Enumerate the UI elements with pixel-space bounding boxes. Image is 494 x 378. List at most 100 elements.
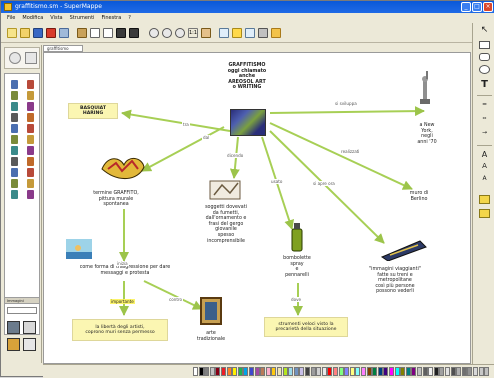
color-swatch[interactable] bbox=[198, 367, 204, 376]
clipart-person-1[interactable] bbox=[11, 80, 18, 89]
browse-icon[interactable] bbox=[25, 52, 37, 64]
menu-vista[interactable]: Vista bbox=[50, 15, 63, 21]
fill-color-icon[interactable] bbox=[479, 195, 490, 204]
color-swatch[interactable] bbox=[450, 367, 456, 376]
node-soggetti[interactable]: soggetti dovevati da fumetti, dall'ornam… bbox=[205, 205, 247, 244]
page-icon[interactable] bbox=[90, 28, 100, 38]
color-swatch[interactable] bbox=[215, 367, 221, 376]
zoom-in-icon[interactable] bbox=[149, 28, 159, 38]
menu-finestra[interactable]: Finestra bbox=[101, 15, 122, 21]
color-swatch[interactable] bbox=[243, 367, 249, 376]
color-swatch[interactable] bbox=[473, 367, 478, 376]
font-smaller-icon[interactable]: A bbox=[482, 162, 487, 170]
close-map-icon[interactable] bbox=[46, 28, 56, 38]
color-swatch[interactable] bbox=[282, 367, 288, 376]
clipart-person-19[interactable] bbox=[11, 179, 18, 188]
pointer-tool-icon[interactable]: ↖ bbox=[480, 25, 489, 35]
clipart-person-2[interactable] bbox=[27, 80, 34, 89]
clipart-person-8[interactable] bbox=[27, 113, 34, 122]
color-swatch[interactable] bbox=[310, 367, 316, 376]
rectangle-tool-icon[interactable] bbox=[479, 41, 490, 49]
clipart-person-21[interactable] bbox=[11, 190, 18, 199]
pencil-icon[interactable] bbox=[77, 28, 87, 38]
category-icon[interactable] bbox=[9, 52, 21, 64]
star-icon[interactable] bbox=[232, 28, 242, 38]
menu-help[interactable]: ? bbox=[128, 15, 131, 21]
clipart-person-3[interactable] bbox=[11, 91, 18, 100]
color-swatch[interactable] bbox=[355, 367, 361, 376]
color-swatch[interactable] bbox=[288, 367, 294, 376]
color-swatch[interactable] bbox=[316, 367, 322, 376]
color-swatch[interactable] bbox=[299, 367, 305, 376]
color-swatch[interactable] bbox=[456, 367, 462, 376]
color-swatch[interactable] bbox=[232, 367, 238, 376]
color-swatch[interactable] bbox=[338, 367, 344, 376]
color-swatch[interactable] bbox=[377, 367, 383, 376]
node-muro[interactable]: muro di Berlino bbox=[409, 191, 429, 202]
node-liberta[interactable]: la libertà degli artisti, coprono muri s… bbox=[72, 319, 168, 341]
zoom-fit-icon[interactable] bbox=[175, 28, 185, 38]
node-newyork[interactable]: a New York, negli anni '70 bbox=[417, 123, 437, 145]
clipart-person-5[interactable] bbox=[11, 102, 18, 111]
color-swatch[interactable] bbox=[361, 367, 366, 376]
color-swatch[interactable] bbox=[372, 367, 378, 376]
color-swatch[interactable] bbox=[321, 367, 327, 376]
font-style-icon[interactable]: A bbox=[482, 175, 487, 182]
node-trasgressione[interactable]: come forma di trasgressione per dare mes… bbox=[79, 265, 171, 276]
clipart-person-16[interactable] bbox=[27, 157, 34, 166]
color-swatch[interactable] bbox=[422, 367, 428, 376]
color-swatch[interactable] bbox=[305, 367, 310, 376]
undo-icon[interactable] bbox=[116, 28, 126, 38]
minimize-button[interactable]: _ bbox=[461, 2, 471, 12]
center-node[interactable]: GRAFFITISMO oggi chiamato anche AREOSOL … bbox=[212, 63, 282, 91]
color-swatch[interactable] bbox=[411, 367, 417, 376]
settings-icon[interactable] bbox=[258, 28, 268, 38]
close-button[interactable]: × bbox=[483, 2, 493, 12]
sun-icon[interactable] bbox=[271, 28, 281, 38]
line-style-icon[interactable]: ━ bbox=[482, 101, 487, 108]
copy-icon[interactable] bbox=[103, 28, 113, 38]
clipart-person-9[interactable] bbox=[11, 124, 18, 133]
maximize-button[interactable]: □ bbox=[472, 2, 482, 12]
line-dash-icon[interactable]: ╍ bbox=[482, 115, 487, 122]
node-bombolette[interactable]: bombolette spray e pennarelli bbox=[283, 256, 311, 278]
rounded-rect-tool-icon[interactable] bbox=[479, 53, 490, 61]
clipart-list[interactable] bbox=[4, 73, 40, 335]
color-swatch[interactable] bbox=[344, 367, 350, 376]
map-canvas[interactable]: GRAFFITISMO oggi chiamato anche AREOSOL … bbox=[43, 52, 471, 364]
clipart-person-17[interactable] bbox=[11, 168, 18, 177]
clipart-person-22[interactable] bbox=[27, 190, 34, 199]
clipart-person-7[interactable] bbox=[11, 113, 18, 122]
clipart-person-4[interactable] bbox=[27, 91, 34, 100]
paste-icon[interactable] bbox=[7, 338, 20, 351]
node-tag[interactable]: termine GRAFFITO, pittura murale spontan… bbox=[93, 191, 139, 208]
ellipse-tool-icon[interactable] bbox=[479, 65, 490, 74]
color-swatch[interactable] bbox=[293, 367, 299, 376]
line-color-icon[interactable] bbox=[479, 209, 490, 218]
color-swatch[interactable] bbox=[394, 367, 400, 376]
font-larger-icon[interactable]: A bbox=[481, 150, 488, 159]
node-strumenti[interactable]: strumenti veloci visto la precarietà del… bbox=[264, 317, 348, 337]
color-swatch[interactable] bbox=[221, 367, 226, 376]
color-swatch[interactable] bbox=[428, 367, 434, 376]
color-swatch[interactable] bbox=[478, 367, 484, 376]
clipart-person-13[interactable] bbox=[11, 146, 18, 155]
clipart-person-14[interactable] bbox=[27, 146, 34, 155]
zoom-out-icon[interactable] bbox=[162, 28, 172, 38]
print-icon[interactable] bbox=[59, 28, 69, 38]
clipart-person-10[interactable] bbox=[27, 124, 34, 133]
clipart-person-12[interactable] bbox=[27, 135, 34, 144]
node-immagini[interactable]: "immagini viaggianti" fatte su treni e m… bbox=[368, 267, 422, 295]
color-swatch[interactable] bbox=[445, 367, 450, 376]
color-swatch[interactable] bbox=[260, 367, 266, 376]
new-map-icon[interactable] bbox=[7, 28, 17, 38]
tab-graffitismo[interactable]: graffitismo bbox=[43, 45, 83, 52]
link-icon[interactable] bbox=[219, 28, 229, 38]
color-swatch[interactable] bbox=[433, 367, 439, 376]
color-swatch[interactable] bbox=[271, 367, 277, 376]
menu-modifica[interactable]: Modifica bbox=[22, 15, 44, 21]
clipart-person-18[interactable] bbox=[27, 168, 34, 177]
help-icon[interactable] bbox=[23, 338, 36, 351]
clipart-nav[interactable] bbox=[7, 307, 37, 314]
menu-file[interactable]: File bbox=[7, 15, 16, 21]
